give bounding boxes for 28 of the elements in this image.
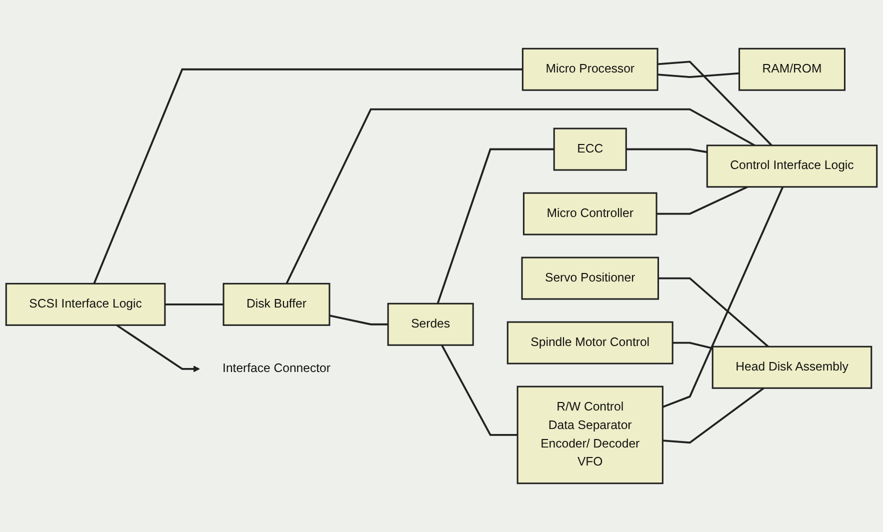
node-box: Serdes [387, 302, 474, 346]
node-box: R/W Control Data Separator Encoder/ Decoder VFO [516, 386, 664, 484]
node-box: ECC [553, 128, 627, 171]
connector [440, 344, 518, 436]
node-box: Head Disk Assembly [712, 346, 872, 389]
node-box: SCSI Interface Logic [5, 282, 166, 326]
connector [164, 303, 224, 306]
node-box: Disk Buffer [222, 282, 330, 326]
node-box: Micro Processor [522, 48, 658, 91]
node-box: Servo Positioner [521, 256, 659, 300]
node-box: Micro Controller [522, 192, 658, 236]
connector [672, 342, 713, 350]
arrow [116, 324, 200, 372]
connector [329, 314, 388, 326]
connector [286, 108, 756, 284]
connector [658, 277, 769, 348]
node-text: Interface Connector [222, 362, 330, 376]
node-box: RAM/ROM [738, 48, 846, 91]
connector [657, 60, 772, 146]
connector [93, 68, 523, 284]
connector [656, 186, 748, 215]
connector [662, 387, 764, 444]
connector [662, 186, 784, 408]
node-box: Spindle Motor Control [506, 321, 674, 364]
node-box: Control Interface Logic [706, 144, 878, 188]
connector [436, 148, 554, 304]
connector [657, 72, 740, 78]
connector [626, 148, 708, 154]
